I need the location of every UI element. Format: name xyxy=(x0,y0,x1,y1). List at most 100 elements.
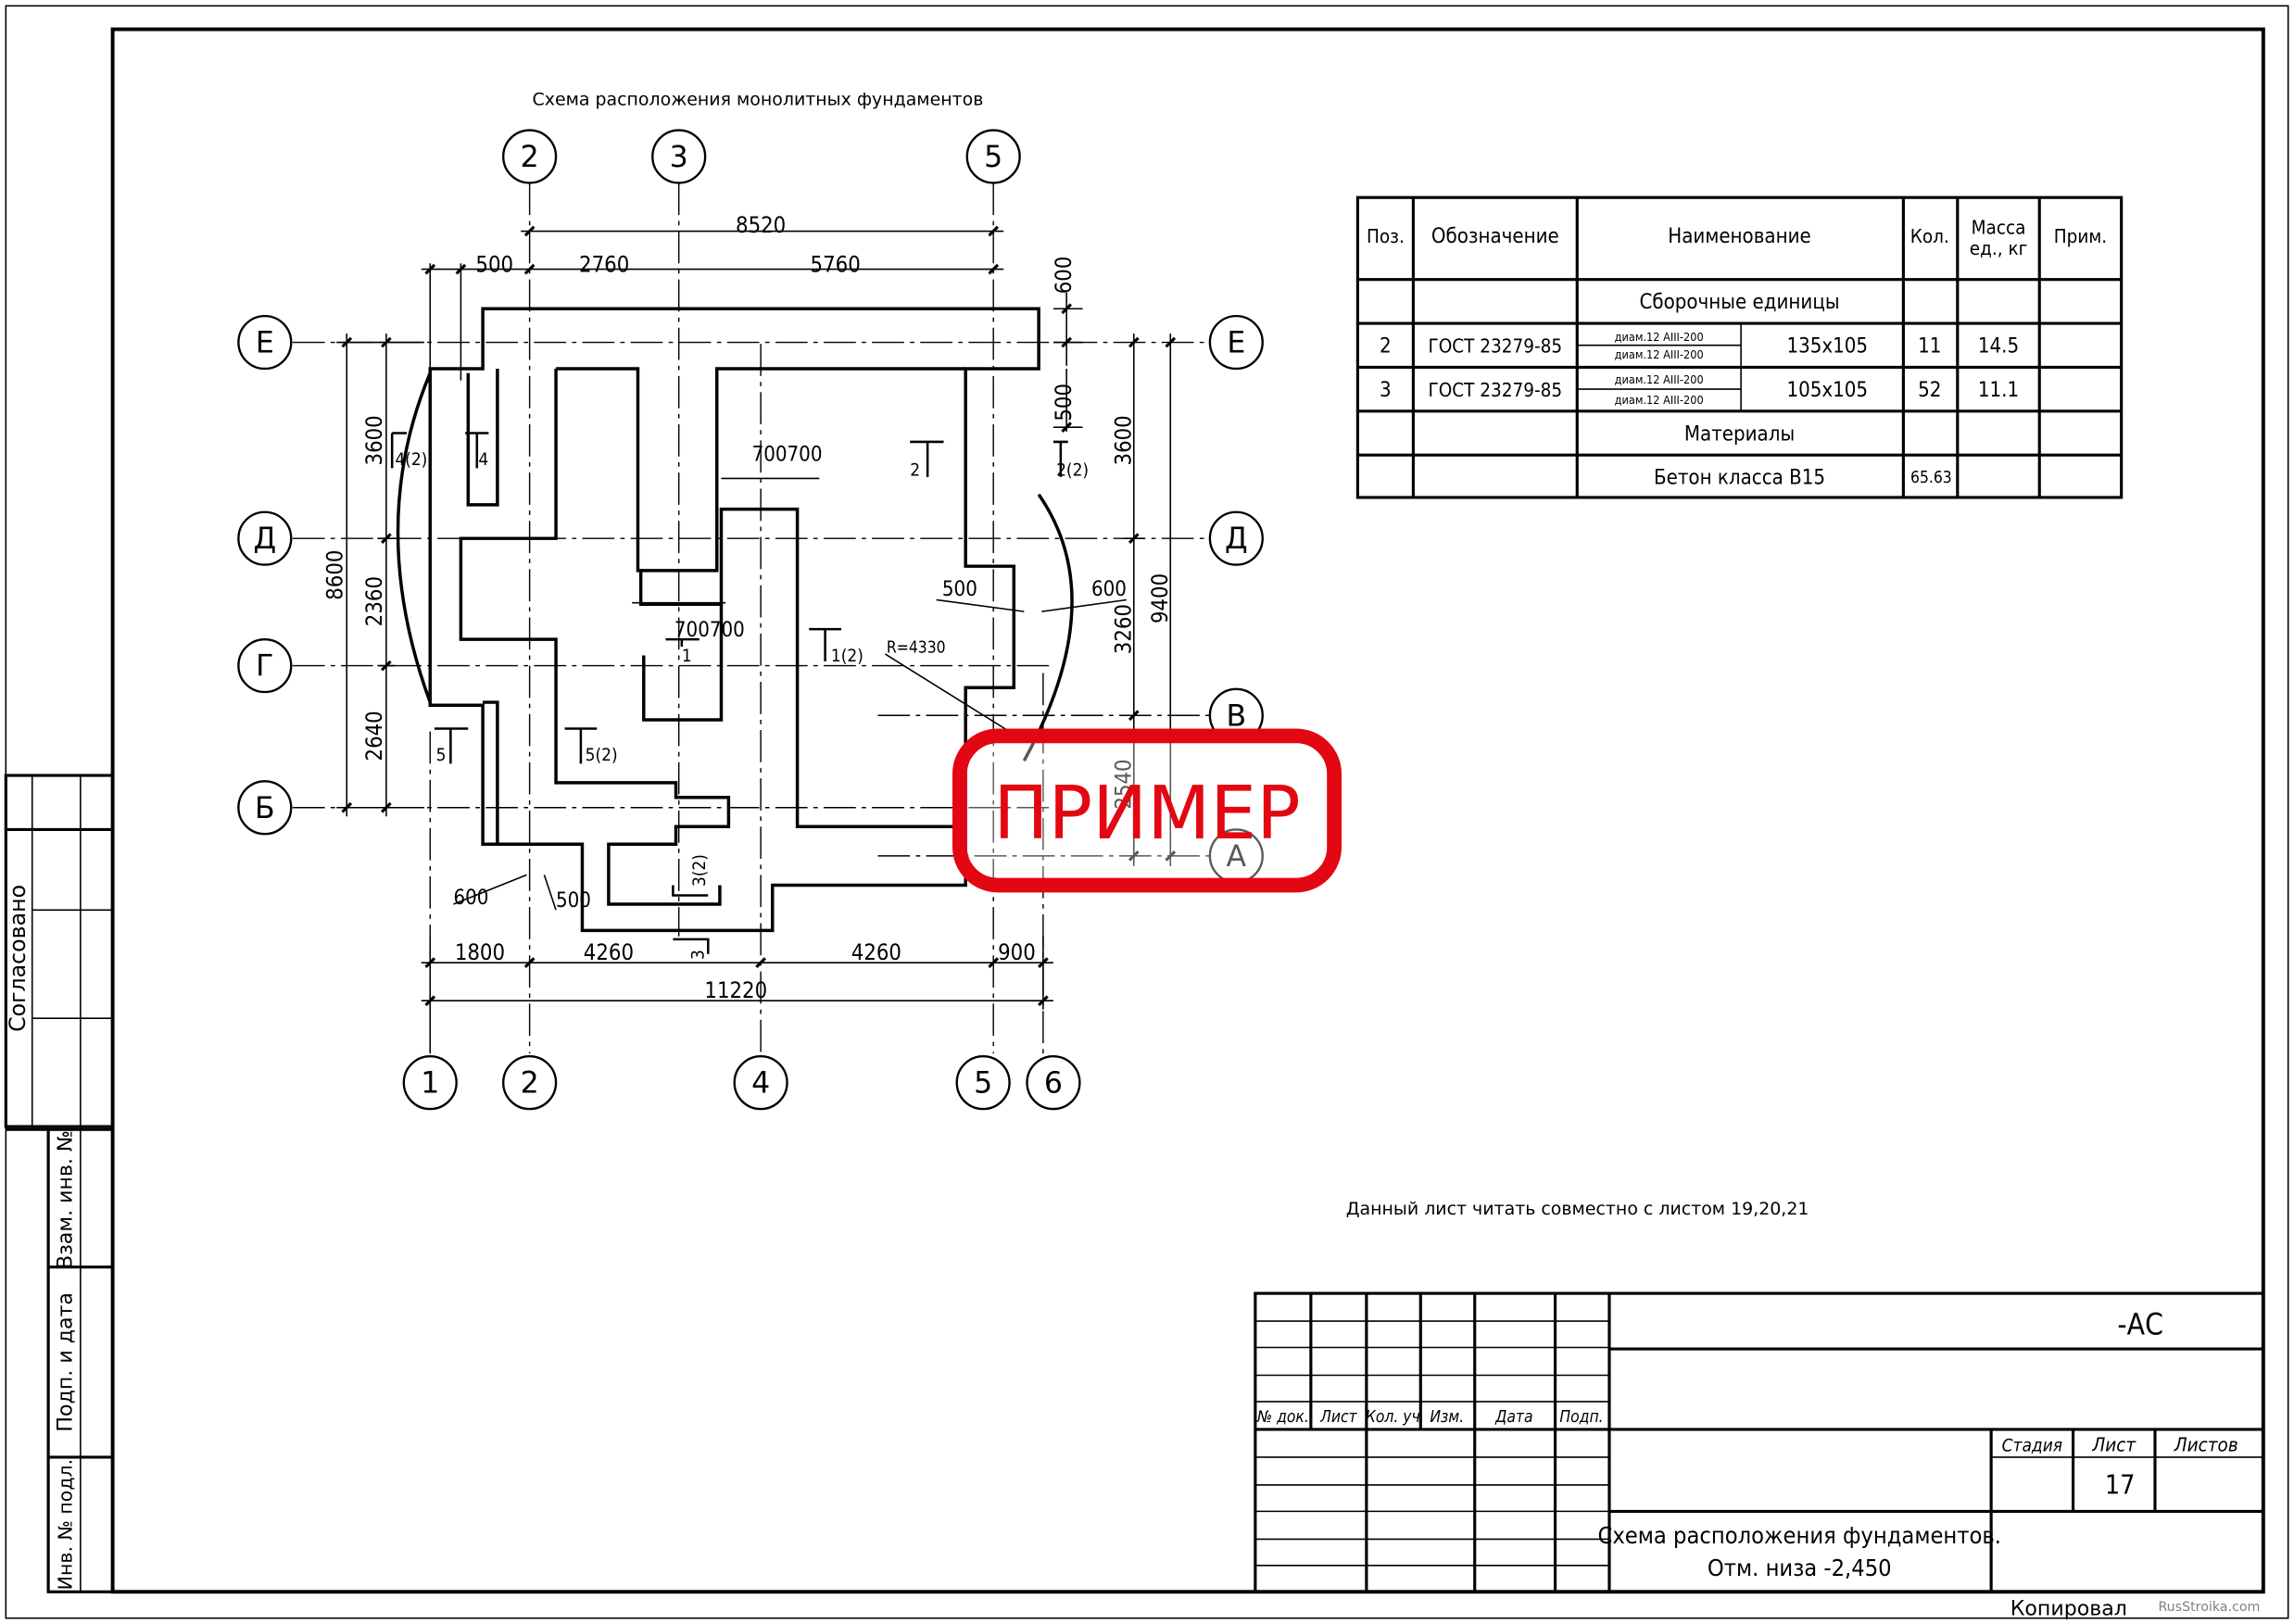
dim-right-600: 600 xyxy=(1051,257,1077,295)
tb-sheets-label: Листов xyxy=(2174,1434,2238,1456)
dim-top-2760: 2760 xyxy=(579,252,629,278)
copied-label: Копировал xyxy=(2010,1597,2127,1621)
section-mark-3: 3 xyxy=(688,950,709,960)
spec-header-pos: Поз. xyxy=(1367,225,1405,247)
dim-bottom-600: 600 xyxy=(453,886,488,910)
tb-title-line2: Отм. низа -2,450 xyxy=(1708,1555,1892,1581)
svg-text:Е: Е xyxy=(1227,327,1245,360)
dim-left-2360: 2360 xyxy=(361,576,387,626)
dim-bottom-500: 500 xyxy=(556,888,591,913)
dim-right-500: 500 xyxy=(1051,384,1077,422)
spec-row2-sub2: диам.12 AIII-200 xyxy=(1615,393,1704,407)
agreed-label: Согласовано xyxy=(5,885,31,1032)
spec-row2-qty: 52 xyxy=(1918,378,1941,402)
spec-row1-sub2: диам.12 AIII-200 xyxy=(1615,347,1704,361)
axis-bubble-left-G: Г xyxy=(237,637,293,694)
dim-radius: R=4330 xyxy=(887,638,946,657)
section-mark-2: 2 xyxy=(910,460,920,480)
spec-row1-sub1: диам.12 AIII-200 xyxy=(1615,330,1704,344)
spec-row1-pos: 2 xyxy=(1380,334,1392,359)
spec-row1-code: ГОСТ 23279-85 xyxy=(1428,335,1562,358)
dim-bottom-1800: 1800 xyxy=(455,939,505,965)
dim-left-8600: 8600 xyxy=(322,550,348,600)
svg-text:Е: Е xyxy=(256,327,274,360)
section-mark-4-2: 4(2) xyxy=(395,449,427,470)
svg-text:3: 3 xyxy=(670,141,688,174)
svg-text:6: 6 xyxy=(1044,1067,1063,1101)
spec-header-note: Прим. xyxy=(2054,225,2107,247)
dim-top-total: 8520 xyxy=(736,212,786,238)
spec-material-qty: 65.63 xyxy=(1910,469,1952,487)
watermark-stamp: ПРИМЕР xyxy=(952,728,1342,893)
left-binding-strip xyxy=(4,774,115,1593)
sheet-note: Данный лист читать совместно с листом 19… xyxy=(1346,1199,1809,1219)
axis-bubble-right-A: А xyxy=(1208,828,1264,884)
spec-material-name: Бетон класса В15 xyxy=(1654,466,1825,490)
dim-arc-500: 500 xyxy=(942,577,977,601)
axis-bubble-bottom-4: 4 xyxy=(733,1055,788,1111)
svg-text:5: 5 xyxy=(974,1067,992,1101)
title-block: № док. Лист Кол. уч Изм. Дата Подп. -АС … xyxy=(1254,1291,2265,1593)
tb-title-line1: Схема расположения фундаментов. xyxy=(1598,1522,2002,1549)
dim-left-3600: 3600 xyxy=(361,415,387,465)
foundation-outlines xyxy=(396,307,1074,933)
svg-text:2: 2 xyxy=(521,1067,539,1101)
tb-stage-label: Стадия xyxy=(2002,1436,2062,1456)
spec-header-qty: Кол. xyxy=(1910,225,1949,247)
spec-row2-name: 105x105 xyxy=(1786,378,1868,402)
svg-text:1: 1 xyxy=(421,1067,439,1101)
section-mark-5: 5 xyxy=(436,745,447,765)
inv-zam-label: Взам. инв. № xyxy=(53,1130,77,1269)
spec-header-name: Наименование xyxy=(1668,224,1810,248)
svg-text:В: В xyxy=(1226,699,1246,733)
dim-bottom-total: 11220 xyxy=(704,977,767,1003)
section-mark-2-2: 2(2) xyxy=(1056,460,1089,480)
spec-table: Поз. Обозначение Наименование Кол. Масса… xyxy=(1355,195,2124,499)
dimension-texts: 8520 500 2760 5760 600 500 3600 2360 264… xyxy=(322,212,1174,1003)
dim-inner-700700-top: 700700 xyxy=(752,442,823,466)
axis-bubble-right-D: Д xyxy=(1208,510,1264,566)
axis-bubble-left-D: Д xyxy=(237,510,293,566)
section-mark-1-2: 1(2) xyxy=(831,646,863,666)
dim-inner-700700-mid: 700700 xyxy=(674,618,745,642)
plan-title: Схема расположения монолитных фундаменто… xyxy=(533,90,984,110)
spec-row2-sub1: диам.12 AIII-200 xyxy=(1615,372,1704,386)
svg-text:4: 4 xyxy=(751,1067,770,1101)
spec-row1-name: 135x105 xyxy=(1786,334,1868,359)
dim-right-9400: 9400 xyxy=(1147,573,1173,623)
tb-sheet-label: Лист xyxy=(2091,1434,2136,1456)
svg-text:2: 2 xyxy=(521,141,539,174)
svg-text:5: 5 xyxy=(984,141,1002,174)
section-mark-1: 1 xyxy=(682,646,692,666)
spec-header-code: Обозначение xyxy=(1431,224,1559,248)
spec-row2-mass: 11.1 xyxy=(1978,378,2019,402)
axis-bubble-left-E: Е xyxy=(237,314,293,371)
inv-orig-label: Инв. № подл. xyxy=(54,1459,76,1591)
dim-bottom-900: 900 xyxy=(998,939,1036,965)
spec-section-assemblies: Сборочные единицы xyxy=(1639,290,1839,314)
sign-date-label: Подп. и дата xyxy=(53,1292,77,1432)
spec-section-materials: Материалы xyxy=(1684,422,1795,446)
axis-bubble-right-E: Е xyxy=(1208,314,1264,371)
tb-col-rev: Изм. xyxy=(1430,1408,1464,1427)
section-mark-5-2: 5(2) xyxy=(586,745,618,765)
dim-left-2640: 2640 xyxy=(361,711,387,761)
tb-col-sign: Подп. xyxy=(1559,1408,1603,1427)
dim-arc-600: 600 xyxy=(1091,577,1127,601)
section-mark-labels: 4(2) 4 2 2(2) 1 1(2) 5 5(2) 3(2) 3 xyxy=(395,449,1089,960)
tb-col-sheet: Лист xyxy=(1319,1408,1357,1427)
spec-row1-mass: 14.5 xyxy=(1978,334,2019,359)
tb-col-doc: № док. xyxy=(1256,1408,1309,1427)
axis-bubble-top-5: 5 xyxy=(965,129,1021,184)
tb-col-qty: Кол. уч xyxy=(1366,1408,1420,1427)
axis-bubble-bottom-5: 5 xyxy=(955,1055,1011,1111)
svg-text:Г: Г xyxy=(256,650,273,684)
format-site-stamp: RusStroika.com xyxy=(2158,1600,2260,1615)
axis-bubble-bottom-1: 1 xyxy=(402,1055,458,1111)
tb-col-date: Дата xyxy=(1494,1408,1532,1427)
watermark-text: ПРИМЕР xyxy=(993,771,1301,856)
svg-text:Б: Б xyxy=(255,792,275,825)
tb-sheet-no: 17 xyxy=(2105,1469,2136,1500)
